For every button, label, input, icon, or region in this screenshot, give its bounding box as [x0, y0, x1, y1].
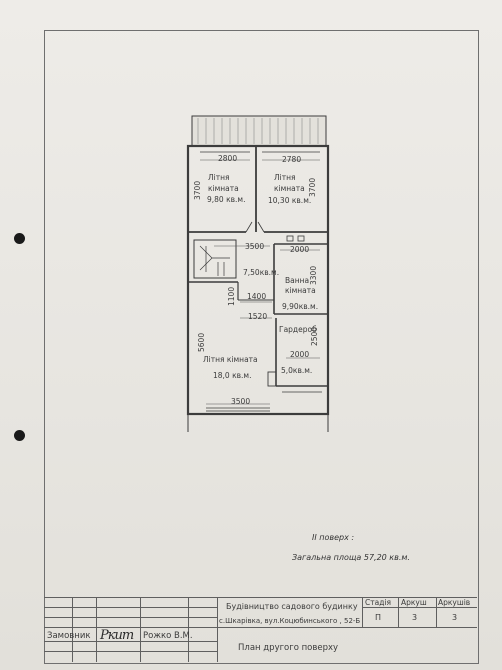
- punch-hole-top: [14, 233, 25, 244]
- customer-label: Замовник: [47, 631, 91, 641]
- tb-line-top: [44, 597, 477, 598]
- dim-2000-top: 2000: [290, 245, 310, 254]
- dim-3700-left: 3700: [193, 180, 202, 200]
- punch-hole-bottom: [14, 430, 25, 441]
- tb-line-5: [44, 651, 217, 652]
- total-area-label: Загальна площа 57,20 кв.м.: [292, 553, 410, 562]
- room-bath-name: Ванна кімната: [285, 276, 316, 295]
- dim-1400: 1400: [247, 292, 267, 301]
- tb-line-3: [44, 627, 477, 628]
- room-wardrobe-area: 5,0кв.м.: [281, 366, 313, 375]
- tb-vline-1: [72, 597, 73, 662]
- dim-1100: 1100: [227, 286, 236, 306]
- tb-vline-3: [140, 597, 141, 662]
- drawing-frame: [44, 30, 479, 664]
- customer-name: Рожко В.М.: [143, 631, 193, 641]
- sheet-value: 3: [412, 613, 418, 622]
- tb-vline-2: [96, 597, 97, 662]
- dim-2800: 2800: [218, 154, 238, 163]
- tb-vline-8: [436, 597, 437, 627]
- customer-signature: Ркит: [100, 628, 134, 643]
- dim-2000-bottom: 2000: [290, 350, 310, 359]
- tb-line-4: [44, 641, 217, 642]
- project-title-line2: с.Шкарівка, вул.Коцюбинського , 52-Б: [219, 617, 361, 625]
- tb-vline-6: [362, 597, 363, 627]
- room-bath-area: 9,90кв.м.: [282, 302, 319, 311]
- dim-2780: 2780: [282, 155, 302, 164]
- room-summer-1-name: Літня кімната: [208, 173, 239, 193]
- room-summer-3-area: 18,0 кв.м.: [213, 371, 252, 380]
- stage-header: Стадія: [365, 598, 391, 607]
- sheets-value: 3: [452, 613, 458, 622]
- dim-1520: 1520: [248, 312, 268, 321]
- room-summer-2-area: 10,30 кв.м.: [268, 196, 312, 205]
- sheet-header: Аркуш: [401, 598, 427, 607]
- tb-vline-7: [398, 597, 399, 627]
- room-hall-area: 7,50кв.м.: [243, 268, 280, 277]
- project-title-line1: Будівництво садового будинку: [226, 602, 358, 611]
- tb-line-2: [44, 617, 217, 618]
- dim-5600: 5600: [197, 332, 206, 352]
- room-summer-2-name: Літня кімната: [274, 173, 305, 193]
- drawing-name: План другого поверху: [238, 643, 339, 653]
- dim-3500-bottom: 3500: [231, 397, 251, 406]
- room-wardrobe-name: Гардероб: [279, 325, 317, 334]
- dim-3700-right: 3700: [308, 177, 317, 197]
- tb-vline-5: [217, 597, 218, 662]
- tb-vline-4: [188, 597, 189, 662]
- room-summer-1-area: 9,80 кв.м.: [207, 195, 246, 204]
- stage-value: П: [375, 613, 382, 622]
- tb-line-stage: [362, 607, 477, 608]
- sheets-header: Аркушів: [438, 598, 471, 607]
- tb-line-1: [44, 607, 217, 608]
- dim-3500-top: 3500: [245, 242, 265, 251]
- floor-label: II поверх :: [312, 533, 355, 542]
- room-summer-3-name: Літня кімната: [203, 355, 258, 364]
